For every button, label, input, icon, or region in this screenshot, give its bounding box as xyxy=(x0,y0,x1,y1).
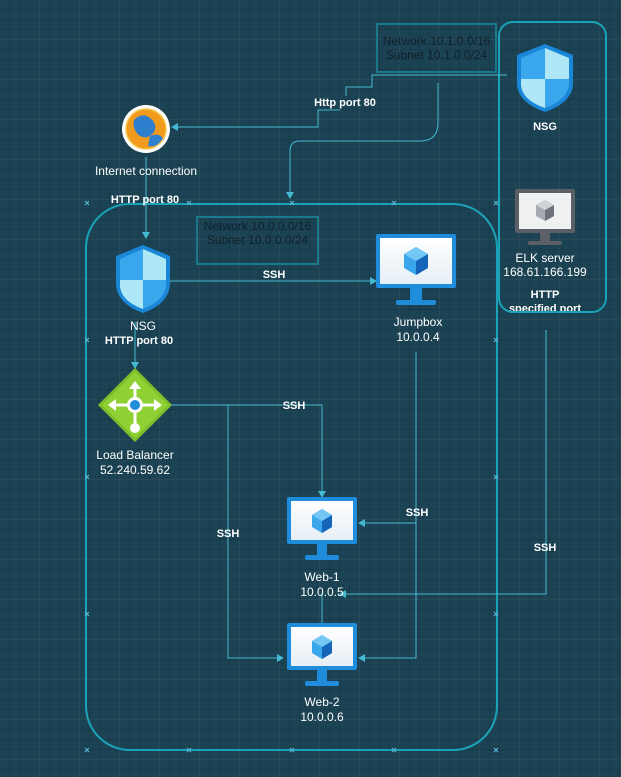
web-subnet-cidr: Subnet 10.0.0.0/24 xyxy=(206,233,309,247)
jumpbox-ip: 10.0.0.4 xyxy=(396,330,440,344)
elk-network-cidr: Network 10.1.0.0/16 xyxy=(382,34,491,48)
web-network-box xyxy=(196,216,319,265)
elk-network-label: Network 10.1.0.0/16 Subnet 10.1.0.0/24 xyxy=(378,34,495,62)
elk-network-box xyxy=(376,23,497,73)
nsg-shield-icon xyxy=(116,245,170,313)
edge-elk-ssh xyxy=(339,330,547,598)
elk-detail-2: specified port xyxy=(508,303,582,311)
web2-vm-icon xyxy=(287,623,357,686)
elk-detail-1: HTTP xyxy=(530,289,560,301)
internet-globe-icon xyxy=(122,105,170,153)
elk-vm-icon xyxy=(515,189,575,245)
edge-label-internet-nsg: HTTP port 80 xyxy=(110,194,180,206)
web2-label: Web-2 xyxy=(304,695,340,709)
edge-lb-web1 xyxy=(170,404,326,498)
nsg-web-detail: HTTP port 80 xyxy=(104,335,174,347)
web2-ip: 10.0.0.6 xyxy=(300,710,344,724)
elk-subnet-cidr: Subnet 10.1.0.0/24 xyxy=(385,48,488,62)
load-balancer-icon xyxy=(98,368,172,442)
web1-ip: 10.0.0.5 xyxy=(300,585,344,599)
edge-label-elk-http: Http port 80 xyxy=(314,97,376,109)
edge-elk-to-web-zone xyxy=(286,83,439,199)
nsg-elk-label: NSG xyxy=(533,121,557,133)
elk-label: ELK server xyxy=(515,251,575,265)
elk-vnet-container xyxy=(498,21,607,313)
web-network-cidr: Network 10.0.0.0/16 xyxy=(203,219,312,233)
web-network-label: Network 10.0.0.0/16 Subnet 10.0.0.0/24 xyxy=(198,219,317,247)
web1-vm-icon xyxy=(287,497,357,560)
edge-label-elk-ssh: SSH xyxy=(533,542,557,554)
nsg-elk-shield-icon xyxy=(517,44,573,112)
lb-label: Load Balancer xyxy=(96,448,174,462)
edge-lb-web2 xyxy=(170,404,284,662)
edge-label-lb-web1: SSH xyxy=(282,400,306,412)
edge-label-nsg-jumpbox: SSH xyxy=(262,269,286,281)
jumpbox-vm-icon xyxy=(376,234,456,305)
jumpbox-label: Jumpbox xyxy=(393,315,443,329)
lb-ip: 52.240.59.62 xyxy=(99,463,171,477)
web1-label: Web-1 xyxy=(304,570,340,584)
edge-label-jump-web1: SSH xyxy=(405,507,429,519)
edge-elk-http xyxy=(172,74,507,127)
nsg-web-label: NSG xyxy=(129,319,157,333)
selection-handles xyxy=(84,200,499,753)
edge-label-lb-web2: SSH xyxy=(216,528,240,540)
edge-jump-web1 xyxy=(358,352,417,527)
elk-ip: 168.61.166.199 xyxy=(503,265,587,279)
edge-jump-web2 xyxy=(358,523,417,662)
internet-label: Internet connection xyxy=(94,164,198,178)
